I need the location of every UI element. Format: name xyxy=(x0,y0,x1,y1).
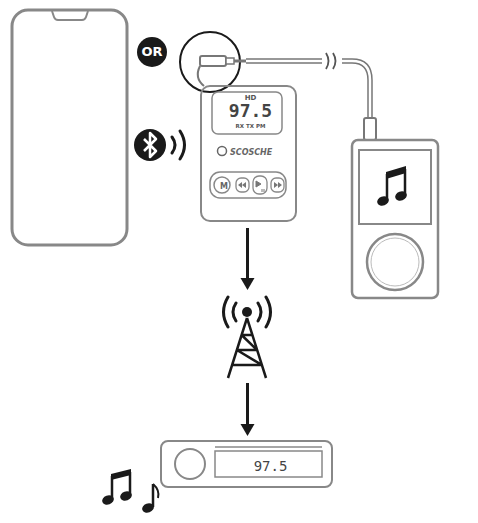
arrow-head xyxy=(241,278,255,290)
arrow-line xyxy=(246,228,249,424)
phone-notch xyxy=(52,11,88,20)
logo-icon xyxy=(218,147,227,156)
button-bar xyxy=(210,172,286,198)
play-icon xyxy=(256,181,264,192)
cd-slot xyxy=(215,446,322,448)
music-note xyxy=(386,166,406,179)
antenna-tower xyxy=(228,318,266,378)
arrow-head xyxy=(241,424,255,436)
status-indicators: RX TX PM xyxy=(202,124,299,130)
bluetooth-symbol xyxy=(144,133,156,157)
button-label: M xyxy=(216,183,232,191)
cable xyxy=(246,59,322,63)
next-icon xyxy=(274,182,282,188)
prev-button xyxy=(236,178,249,192)
signal-arrow xyxy=(241,228,255,436)
volume-knob xyxy=(175,449,205,479)
fm-transmitter: HD97.5 RX TX PM SCOSCHE M xyxy=(200,85,297,222)
plug-body xyxy=(364,118,376,140)
hd-indicator: HD xyxy=(202,95,299,102)
music-note xyxy=(141,502,155,515)
signal-waves xyxy=(172,131,185,159)
bluetooth-badge xyxy=(134,129,166,161)
phone xyxy=(12,10,127,245)
click-wheel xyxy=(367,234,423,290)
music-note xyxy=(111,469,131,480)
car-radio: 97.5 xyxy=(160,440,333,488)
mp3-player xyxy=(352,140,438,298)
frequency-readout: 97.5 xyxy=(217,459,324,473)
music-note xyxy=(153,484,158,498)
cable xyxy=(342,59,372,120)
jack-wire xyxy=(198,66,204,86)
prev-icon xyxy=(238,182,246,188)
or-label: OR xyxy=(137,45,167,58)
zoom-circle xyxy=(180,32,240,92)
plug-body xyxy=(200,56,226,66)
plug-tip xyxy=(234,60,246,63)
play-button xyxy=(253,176,267,194)
click-wheel xyxy=(371,238,419,286)
or-badge xyxy=(137,37,167,67)
plug-collar xyxy=(226,58,234,64)
player-screen xyxy=(359,150,431,224)
brand-logo: SCOSCHE xyxy=(230,149,290,157)
antenna-tower xyxy=(242,307,252,317)
frequency-readout: 97.5 xyxy=(202,102,299,120)
cable-break xyxy=(326,53,336,69)
radio-waves xyxy=(224,297,271,327)
next-button xyxy=(271,178,284,192)
